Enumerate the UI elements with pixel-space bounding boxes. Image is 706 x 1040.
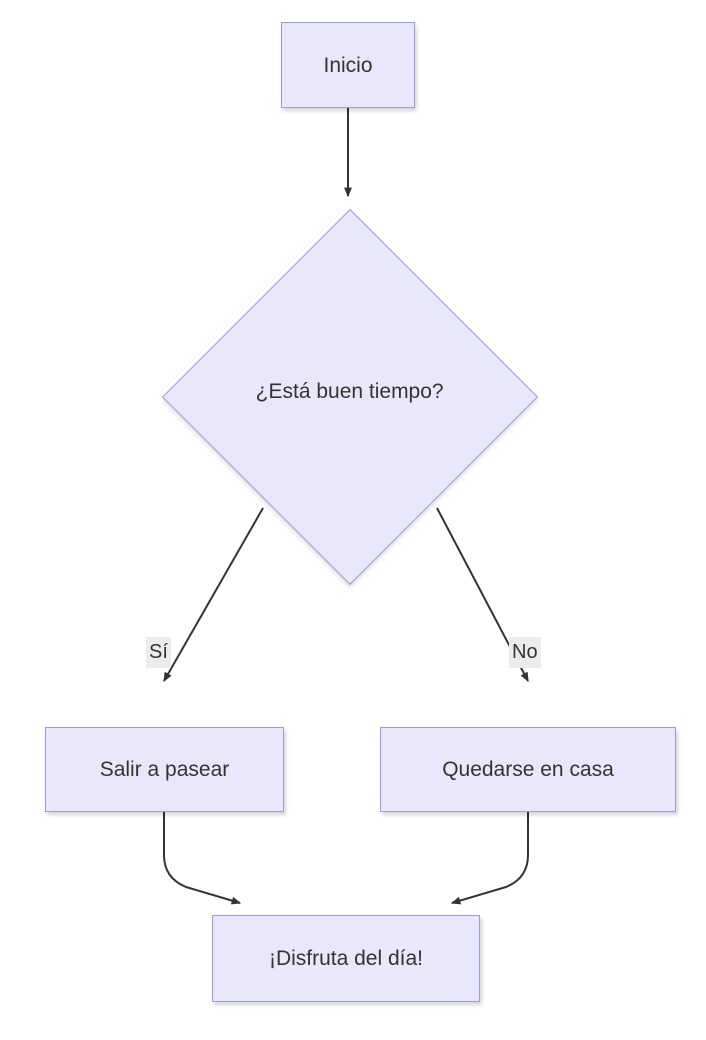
node-salir-label: Salir a pasear <box>99 758 230 781</box>
node-salir-a-pasear[interactable]: Salir a pasear <box>45 727 284 812</box>
node-quedarse-en-casa[interactable]: Quedarse en casa <box>380 727 676 812</box>
edge-salir-to-disfruta <box>163 812 242 905</box>
edge-decision-to-salir <box>163 507 264 683</box>
node-inicio[interactable]: Inicio <box>281 22 415 108</box>
node-inicio-label: Inicio <box>323 53 373 77</box>
node-disfruta-del-dia[interactable]: ¡Disfruta del día! <box>212 915 480 1002</box>
edge-label-no: No <box>509 637 541 668</box>
node-decision-label: ¿Está buen tiempo? <box>256 379 444 403</box>
node-disfruta-label: ¡Disfruta del día! <box>268 947 424 970</box>
edge-label-si: Sí <box>146 637 171 668</box>
node-quedarse-label: Quedarse en casa <box>442 758 614 781</box>
edge-quedarse-to-disfruta <box>450 812 529 905</box>
